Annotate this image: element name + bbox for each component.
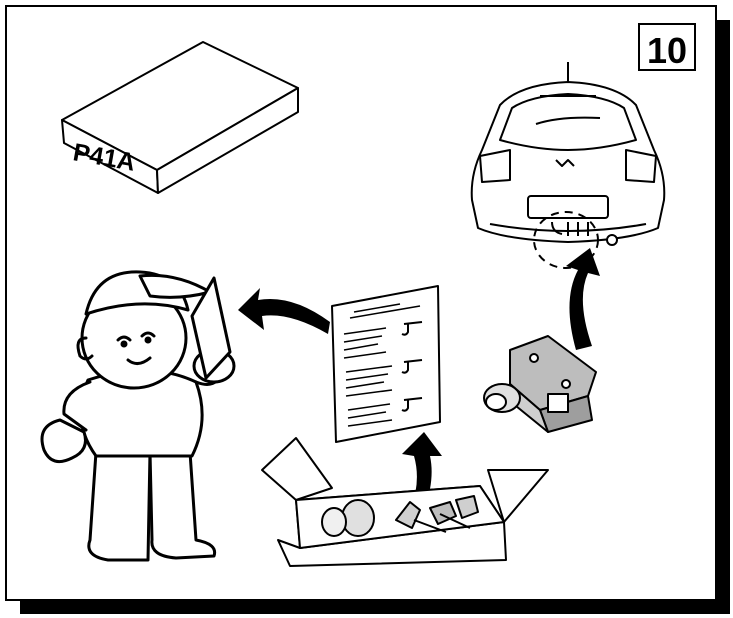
- curved-arrow-to-man: [238, 288, 330, 334]
- parts-carton-icon: [261, 437, 549, 567]
- curved-arrow-to-sheet: [402, 432, 442, 520]
- instruction-sheet: [331, 285, 441, 443]
- connector-module-icon: [483, 335, 597, 433]
- page-number: 10: [647, 30, 687, 71]
- kit-box: P41A: [61, 41, 299, 194]
- curved-arrow-to-car: [566, 248, 600, 350]
- man-figure-icon: [40, 270, 236, 562]
- screwdriver-icon: [401, 321, 423, 412]
- car-rear-icon: [470, 62, 666, 269]
- page-number-box: 10: [638, 23, 696, 71]
